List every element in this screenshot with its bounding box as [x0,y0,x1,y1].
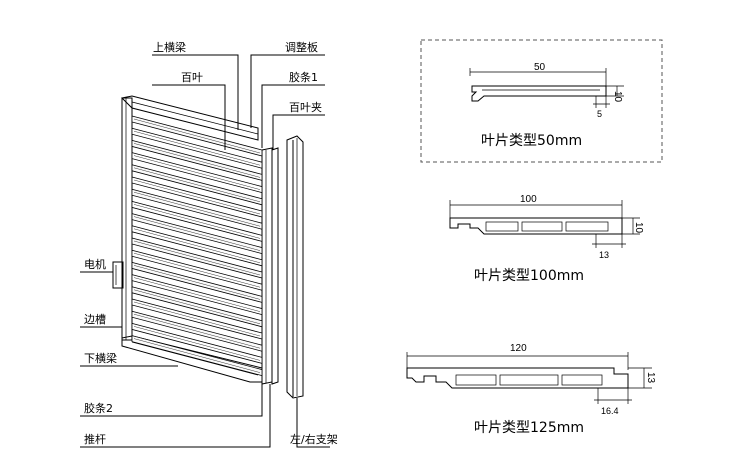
label-louver: 百叶 [181,71,203,84]
louver-slat-edge [133,277,261,312]
louver-slat-edge [133,301,261,337]
label-louver-clip: 百叶夹 [289,101,322,114]
louver-slat-edge [133,179,261,215]
profile-125: 120 13 16.4 叶片类型125mm [406,343,656,436]
profile-100-caption: 叶片类型100mm [474,268,584,284]
profile-125-offset-label: 16.4 [601,406,619,416]
louver-slat-edge [133,204,261,239]
profile-50-height-label: 10 [612,91,623,103]
label-bottom-beam: 下横梁 [84,351,117,365]
louver-slat-edge [133,143,261,178]
label-top-beam: 上横梁 [153,40,186,54]
profile-125-caption: 叶片类型125mm [474,420,584,436]
profile-50-offset-label: 5 [597,109,602,119]
profile-50-dashed-box [420,39,663,163]
profile-100-offset-label: 13 [599,250,609,260]
louver-slat-edge [133,240,261,276]
motor-box [112,261,124,289]
profile-100-height-label: 10 [633,222,644,234]
profile-50-caption: 叶片类型50mm [481,133,582,149]
label-motor: 电机 [84,257,106,271]
louver-slat-edge [133,314,261,349]
profile-100: 100 10 13 叶片类型100mm [449,194,644,284]
louver-slat-edge [133,265,261,300]
louver-slat-edge [133,167,261,202]
louver-slat-edge [133,192,261,227]
louver-slat-edge [133,253,261,288]
louver-slat-edge [133,216,261,251]
profile-50: 50 10 5 叶片类型50mm [420,39,663,163]
profile-125-height-label: 13 [645,372,656,384]
label-side-bracket: 左/右支架 [290,432,338,446]
louver-slat-edge [133,289,261,324]
profile-125-width-label: 120 [510,343,527,354]
label-strip-1: 胶条1 [289,70,318,84]
louver-frame [112,95,304,399]
label-adjust-plate: 调整板 [285,40,318,54]
louver-slat-edge [133,118,261,154]
louver-slat-edge [133,228,261,263]
leader-lines [80,54,330,448]
louver-slat-edge [133,155,261,190]
profile-100-width-label: 100 [520,194,537,205]
louver-slat-edge [133,338,261,373]
louver-slat-edge [133,131,261,166]
profile-50-width-label: 50 [534,62,546,73]
label-strip-2: 胶条2 [84,401,113,415]
label-side-groove: 边槽 [84,313,106,326]
louver-slats [131,115,263,377]
label-push-rod: 推杆 [84,432,106,446]
side-bracket-post [286,135,304,399]
louver-slat-edge [133,326,261,361]
